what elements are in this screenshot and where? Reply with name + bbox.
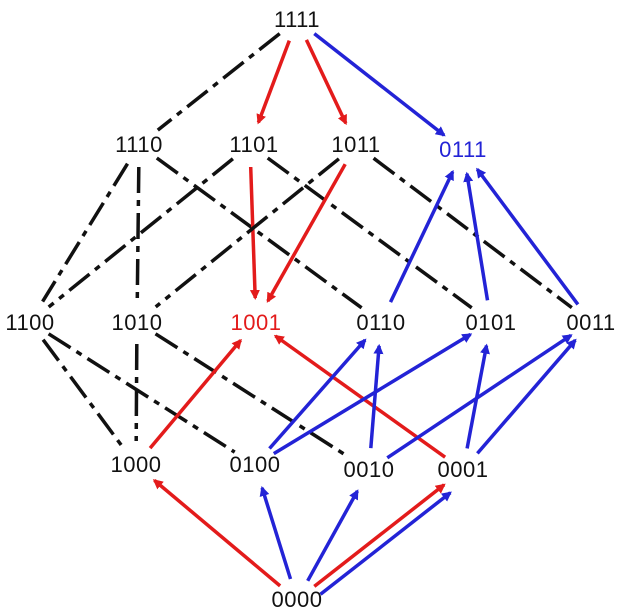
edge-0010-0011-blue-arrow bbox=[386, 333, 573, 460]
edge-0000-0010-blue-arrow bbox=[306, 489, 359, 582]
edge-1010-0010-dashed bbox=[154, 332, 350, 459]
edge-1111-0111-blue-arrow bbox=[313, 32, 446, 137]
edge-0001-0011-blue-arrow bbox=[476, 338, 577, 455]
edge-1100-1000-dashed bbox=[41, 338, 124, 447]
node-1111: 1111 bbox=[274, 7, 320, 32]
edge-1100-0100-dashed bbox=[47, 332, 236, 454]
edge-1111-1101-red-arrow bbox=[256, 39, 291, 125]
edge-0000-0001-red-arrow bbox=[313, 483, 446, 588]
node-1110: 1110 bbox=[115, 132, 163, 157]
edge-0000-1000-red-arrow bbox=[152, 479, 282, 588]
edge-1010-1000-dashed bbox=[134, 343, 139, 442]
node-1000: 1000 bbox=[111, 452, 162, 477]
edge-0101-0111-blue-arrow bbox=[463, 171, 490, 301]
edge-1110-0110-dashed bbox=[155, 156, 363, 310]
edge-1011-0011-dashed bbox=[372, 156, 573, 309]
edge-1111-1110-dashed bbox=[156, 32, 281, 132]
node-0110: 0110 bbox=[356, 310, 405, 335]
node-1001: 1001 bbox=[231, 310, 282, 335]
label-layer: 1111 1110 1101 1011 0111 1100 1010 1001 … bbox=[5, 7, 615, 612]
edge-1110-1010-dashed bbox=[135, 166, 141, 299]
node-0100: 0100 bbox=[230, 452, 281, 477]
node-1101: 1101 bbox=[229, 132, 278, 157]
node-1100: 1100 bbox=[5, 310, 54, 335]
edge-0110-0111-blue-arrow bbox=[388, 169, 455, 303]
edge-1011-1001-red-arrow bbox=[266, 163, 347, 303]
node-1011: 1011 bbox=[331, 132, 380, 157]
edge-1011-1010-dashed bbox=[154, 157, 341, 309]
edge-1101-0101-dashed bbox=[266, 156, 473, 310]
edge-0100-0110-blue-arrow bbox=[268, 338, 367, 450]
edge-0100-0101-blue-arrow bbox=[272, 332, 473, 456]
node-0000: 0000 bbox=[272, 587, 323, 612]
node-0011: 0011 bbox=[566, 310, 615, 335]
edge-layer bbox=[41, 32, 580, 596]
node-1010: 1010 bbox=[112, 310, 163, 335]
edge-0000-0001-blue-arrow bbox=[319, 491, 452, 596]
edge-0000-0100-blue-arrow bbox=[259, 485, 293, 580]
edge-1101-1100-dashed bbox=[47, 157, 234, 309]
node-0111: 0111 bbox=[439, 137, 487, 162]
edge-0001-0101-blue-arrow bbox=[465, 343, 490, 449]
edge-0011-0111-blue-arrow bbox=[475, 167, 580, 306]
edge-1110-1100-dashed bbox=[41, 162, 129, 303]
node-0001: 0001 bbox=[438, 457, 489, 482]
node-0101: 0101 bbox=[466, 310, 517, 335]
edge-0010-0110-blue-arrow bbox=[369, 343, 384, 449]
edge-1111-1011-red-arrow bbox=[304, 39, 348, 126]
node-0010: 0010 bbox=[344, 457, 395, 482]
edge-1101-1001-red-arrow bbox=[248, 166, 260, 300]
edge-1000-1001-red-arrow bbox=[148, 338, 242, 450]
